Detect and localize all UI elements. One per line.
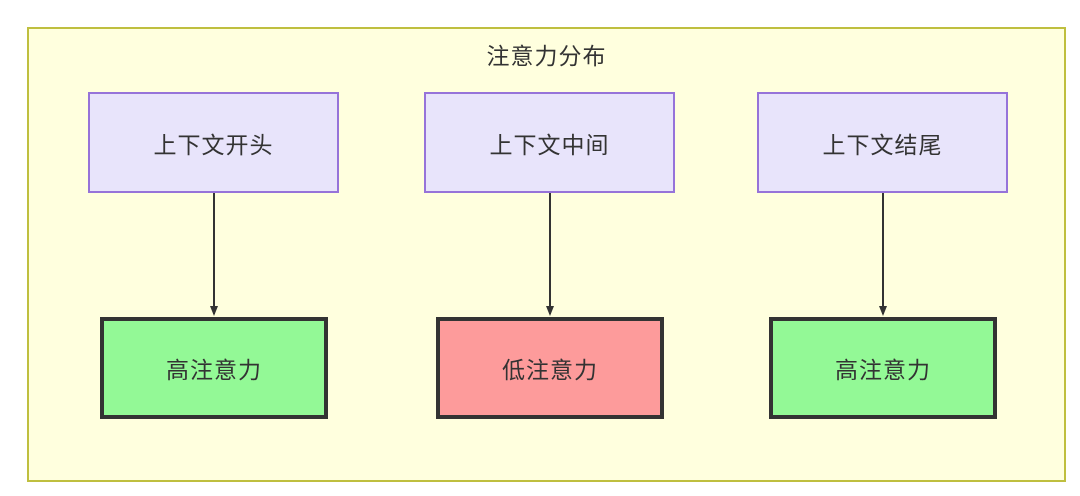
node-label: 高注意力 <box>166 357 262 383</box>
node-label: 上下文中间 <box>489 131 610 158</box>
node-label: 上下文开头 <box>153 131 274 158</box>
node-label: 低注意力 <box>502 357 598 383</box>
node-label: 高注意力 <box>835 357 931 383</box>
node-high-attention-start[interactable]: 高注意力 <box>100 317 328 419</box>
node-label: 上下文结尾 <box>822 131 943 158</box>
node-context-end[interactable]: 上下文结尾 <box>757 92 1008 193</box>
node-context-middle[interactable]: 上下文中间 <box>424 92 675 193</box>
node-low-attention-middle[interactable]: 低注意力 <box>436 317 664 419</box>
node-context-start[interactable]: 上下文开头 <box>88 92 339 193</box>
subgraph-title: 注意力分布 <box>486 43 607 69</box>
node-high-attention-end[interactable]: 高注意力 <box>769 317 997 419</box>
